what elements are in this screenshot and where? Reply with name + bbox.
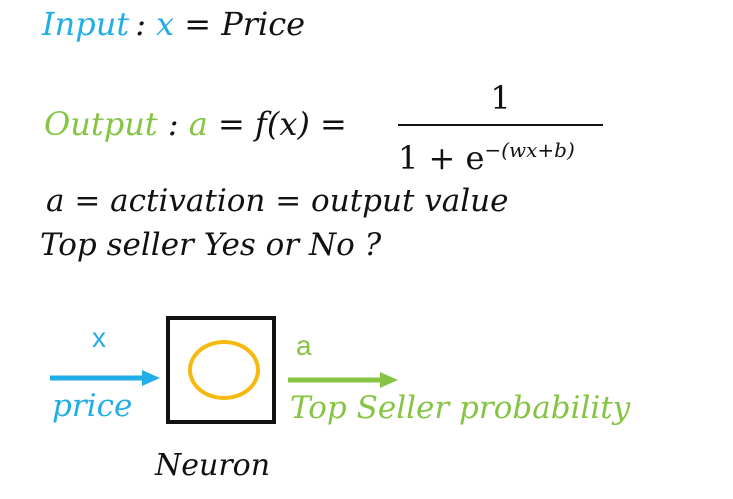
neuron-diagram: x price a Top Seller probability Neuron bbox=[0, 300, 733, 499]
output-function: = f(x) = bbox=[207, 105, 347, 143]
question-text: Top seller Yes or No ? bbox=[40, 227, 382, 263]
fraction-denominator: 1 + e−(wx+b) bbox=[398, 130, 603, 178]
output-definition: Output : a = f(x) = bbox=[44, 102, 347, 146]
input-label-price: price bbox=[52, 388, 133, 424]
activation-definition: a = activation = output value bbox=[46, 183, 509, 219]
neuron-label: Neuron bbox=[155, 448, 271, 483]
input-equals-price: = Price bbox=[174, 5, 306, 43]
input-arrow bbox=[50, 370, 160, 386]
denominator-base: 1 + e bbox=[398, 139, 485, 177]
sigmoid-fraction: 1 1 + e−(wx+b) bbox=[398, 79, 603, 177]
fraction-numerator: 1 bbox=[490, 79, 511, 117]
output-variable: a bbox=[188, 105, 208, 143]
input-variable: x bbox=[155, 5, 175, 43]
output-label: Output bbox=[44, 105, 158, 143]
neuron-node-circle bbox=[188, 340, 260, 400]
denominator-exponent: −(wx+b) bbox=[484, 138, 575, 162]
output-arrow bbox=[288, 372, 398, 388]
input-definition: Input:x = Price bbox=[42, 2, 305, 46]
output-colon: : bbox=[157, 105, 189, 143]
neuron-box bbox=[166, 316, 276, 424]
input-symbol-label: x bbox=[92, 322, 106, 353]
output-label-top-seller: Top Seller probability bbox=[290, 390, 631, 426]
fraction-bar bbox=[398, 124, 603, 126]
input-label: Input bbox=[42, 5, 130, 43]
input-colon: : bbox=[135, 5, 146, 43]
output-symbol-label: a bbox=[296, 330, 312, 361]
